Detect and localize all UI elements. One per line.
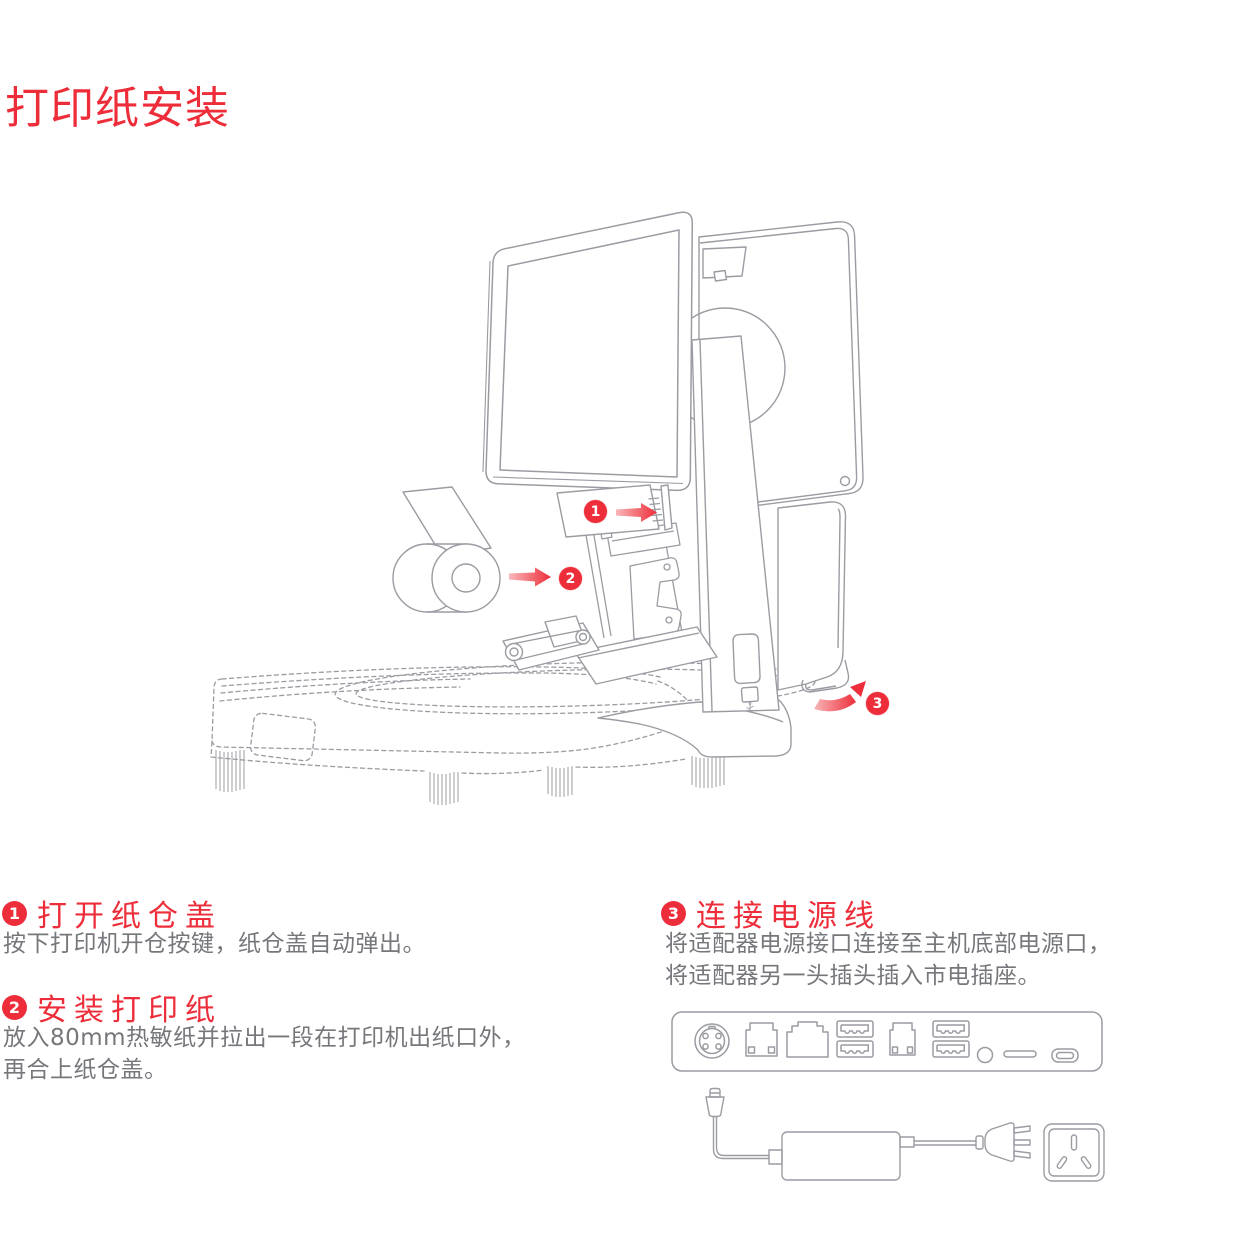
step-1-body: 按下打印机开仓按键，纸仓盖自动弹出。 xyxy=(3,928,426,960)
wall-socket xyxy=(1043,1123,1105,1182)
step-2-body: 放入80mm热敏纸并拉出一段在打印机出纸口外， 再合上纸仓盖。 xyxy=(3,1022,526,1086)
dc-connector xyxy=(705,1087,725,1118)
sd-slot xyxy=(1003,1050,1037,1058)
step-3-body-line-2: 将适配器另一头插头插入市电插座。 xyxy=(665,963,1041,989)
rear-lower-panel xyxy=(777,501,850,693)
step-1-badge: 1 xyxy=(2,900,27,926)
adapter-brick xyxy=(781,1131,901,1181)
step-1-title: 打开纸仓盖 xyxy=(37,899,222,934)
step-2-title: 安装打印纸 xyxy=(37,993,222,1028)
step-2-body-line-2: 再合上纸仓盖。 xyxy=(3,1057,168,1083)
step-2-heading-row: 2 安装打印纸 xyxy=(2,985,222,1029)
ports-panel xyxy=(671,1011,1103,1072)
step-3-title: 连接电源线 xyxy=(696,899,881,934)
step-3-body: 将适配器电源接口连接至主机底部电源口， 将适配器另一头插头插入市电插座。 xyxy=(665,928,1112,992)
arrow-2 xyxy=(509,567,551,587)
paper-cover-flap xyxy=(556,484,673,538)
arrow-3-head xyxy=(850,681,866,697)
paper-roll xyxy=(392,486,501,613)
step-3-body-line-1: 将适配器电源接口连接至主机底部电源口， xyxy=(665,931,1112,957)
three-prong-plug xyxy=(984,1122,1031,1162)
scale-feet xyxy=(215,750,725,805)
cover-open-button xyxy=(648,497,664,522)
callout-badge-2: 2 xyxy=(559,567,582,590)
step-3-badge: 3 xyxy=(661,900,686,926)
step-1-heading-row: 1 打开纸仓盖 xyxy=(2,891,222,935)
page-title: 打印纸安装 xyxy=(5,83,230,134)
arrow-1 xyxy=(616,503,657,522)
step-1-body-line-1: 按下打印机开仓按键，纸仓盖自动弹出。 xyxy=(3,931,426,957)
arrow-3-curved xyxy=(814,694,856,712)
rear-display-bracket xyxy=(702,246,747,282)
dual-usb-port-2 xyxy=(932,1020,970,1058)
rj45-port xyxy=(786,1021,829,1058)
audio-jack xyxy=(976,1046,994,1064)
micro-usb-port xyxy=(1051,1048,1079,1063)
front-display xyxy=(482,211,694,492)
step-3-heading-row: 3 连接电源线 xyxy=(661,891,881,935)
dual-usb-port xyxy=(836,1020,874,1058)
printer-cover-open xyxy=(502,615,718,685)
usb-icon xyxy=(746,702,754,712)
rj11-port-2 xyxy=(889,1022,916,1056)
din-power-port xyxy=(694,1023,730,1059)
callout-badge-1: 1 xyxy=(584,500,607,523)
callout-badge-3: 3 xyxy=(866,692,889,715)
step-2-body-line-1: 放入80mm热敏纸并拉出一段在打印机出纸口外， xyxy=(3,1025,526,1051)
callout-arrows xyxy=(509,503,866,712)
power-adapter xyxy=(705,1087,1105,1182)
rj11-port xyxy=(745,1022,778,1057)
step-2-badge: 2 xyxy=(2,994,27,1020)
